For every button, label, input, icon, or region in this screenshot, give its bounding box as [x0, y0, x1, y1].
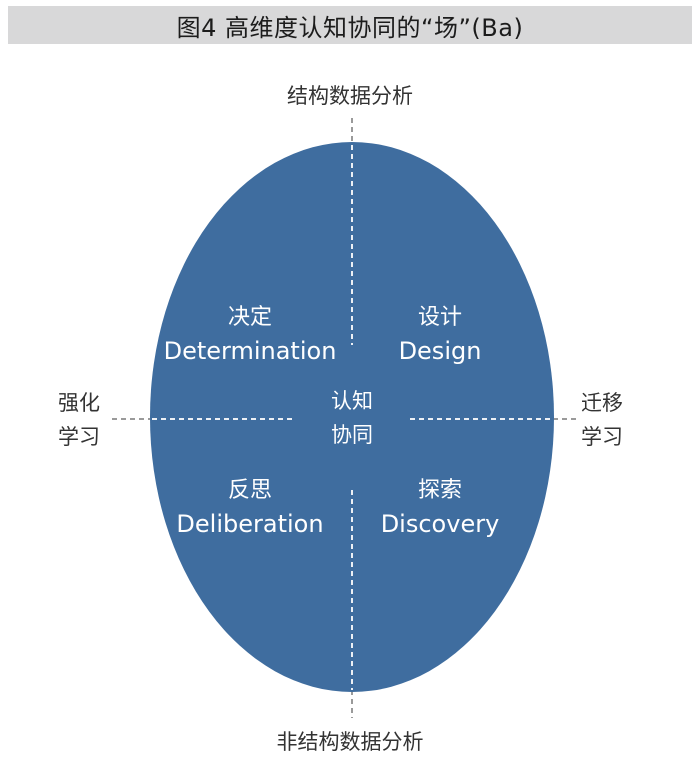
axis-label-left-line2: 学习 [58, 425, 100, 449]
figure-title: 图4 高维度认知协同的“场”(Ba) [176, 13, 524, 42]
quadrant-design-zh: 设计 [417, 305, 462, 330]
ba-ellipse [150, 142, 554, 692]
quadrant-determination-en: Determination [163, 337, 337, 365]
title-bar: 图4 高维度认知协同的“场”(Ba) [8, 6, 692, 44]
center-label: 认知 协同 [302, 384, 402, 452]
quadrant-discovery-zh: 探索 [417, 478, 462, 503]
axis-label-bottom: 非结构数据分析 [276, 730, 424, 754]
center-label-line2: 协同 [331, 423, 373, 447]
axis-label-left-line1: 强化 [58, 391, 100, 415]
quadrant-discovery-en: Discovery [380, 510, 500, 538]
axis-label-top: 结构数据分析 [287, 84, 413, 108]
quadrant-discovery: 探索 Discovery [355, 475, 525, 541]
quadrant-design-en: Design [398, 337, 482, 365]
center-label-line1: 认知 [331, 389, 373, 413]
axis-label-left: 强化 学习 [58, 386, 100, 454]
quadrant-determination-zh: 决定 [227, 305, 272, 330]
quadrant-determination: 决定 Determination [150, 302, 350, 368]
quadrant-deliberation-zh: 反思 [227, 478, 272, 503]
axis-label-right: 迁移 学习 [581, 386, 623, 454]
quadrant-deliberation-en: Deliberation [176, 510, 324, 538]
axis-label-right-line1: 迁移 [581, 391, 623, 415]
quadrant-deliberation: 反思 Deliberation [150, 475, 350, 541]
quadrant-design: 设计 Design [355, 302, 525, 368]
axis-label-right-line2: 学习 [581, 425, 623, 449]
